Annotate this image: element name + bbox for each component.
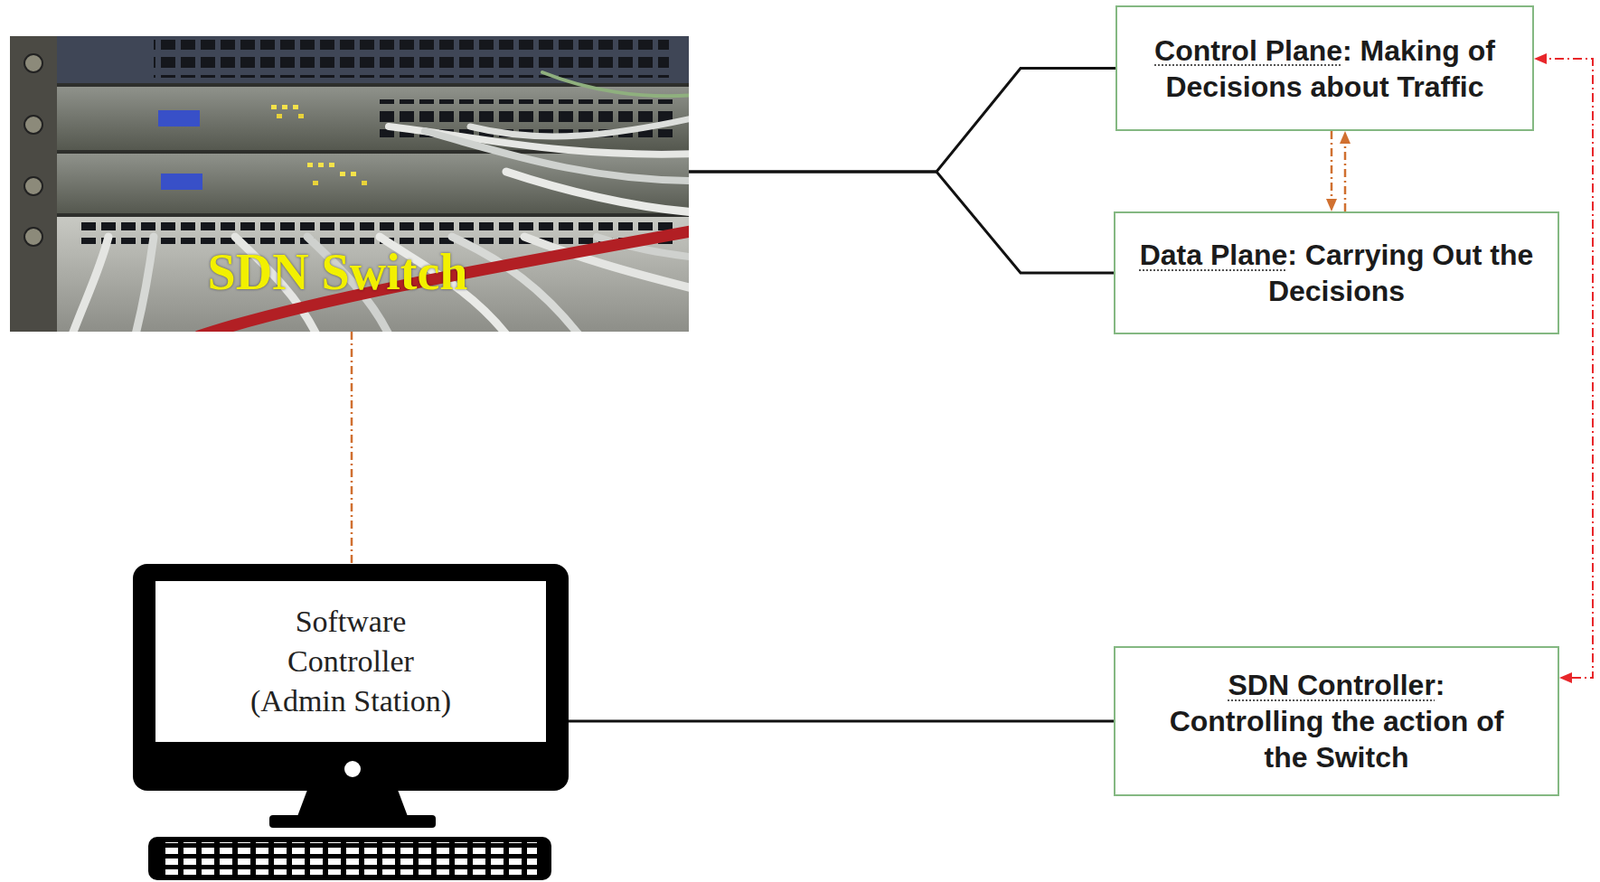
monitor-icon-part — [155, 581, 546, 743]
box-text: Data Plane: Carrying Out the Decisions — [1138, 236, 1536, 310]
keyboard-icon — [148, 837, 552, 881]
connector — [688, 68, 1116, 173]
switch-photo-part — [54, 36, 689, 84]
connector — [1534, 53, 1593, 684]
switch-photo-part-part — [470, 117, 689, 137]
switch-photo-part — [318, 162, 324, 168]
term-underline: Data Plane — [1139, 238, 1289, 272]
switch-photo-part — [298, 113, 304, 119]
switch-photo-part — [329, 162, 335, 168]
switch-photo-part — [350, 171, 357, 177]
switch-photo-part — [24, 177, 43, 196]
switch-photo — [9, 36, 689, 332]
switch-photo-part — [361, 180, 368, 186]
switch-photo-part-part — [506, 171, 689, 213]
connector-line — [350, 331, 354, 565]
arrowhead — [1339, 131, 1351, 144]
switch-photo-part — [158, 110, 200, 127]
process-box: SDN Controller: Controlling the action o… — [1113, 646, 1560, 797]
connector-line — [688, 68, 1116, 173]
connector — [568, 721, 1114, 723]
switch-photo-part — [292, 104, 299, 110]
arrowhead — [1326, 198, 1337, 212]
switch-photo-part — [153, 39, 669, 78]
monitor-icon-part — [296, 790, 409, 819]
switch-photo-part-part — [72, 236, 109, 332]
switch-photo-part — [307, 162, 313, 168]
switch-photo-part — [9, 36, 689, 332]
process-box: Control Plane: Making of Decisions about… — [1115, 5, 1535, 132]
switch-photo-part — [36, 153, 689, 214]
switch-photo-part-part — [542, 72, 689, 96]
connector-line — [1330, 131, 1334, 199]
connector — [1339, 131, 1351, 212]
box-text: Control Plane: Making of Decisions about… — [1133, 32, 1516, 105]
connector-line — [1344, 143, 1347, 212]
screen-area: Software Controller (Admin Station) — [155, 581, 546, 743]
connector-line — [688, 171, 1114, 273]
switch-photo-part — [24, 115, 43, 134]
label-text: SDN Switch — [207, 244, 469, 302]
connector-line — [1546, 58, 1593, 678]
keyboard-icon-part — [162, 842, 537, 876]
monitor-icon-part — [269, 815, 436, 829]
switch-photo-part — [271, 104, 277, 110]
connector — [1326, 131, 1337, 212]
switch-photo-label: SDN Switch — [9, 36, 689, 332]
monitor-icon — [132, 564, 569, 829]
keyboard-icon-part — [148, 837, 552, 881]
process-box: Data Plane: Carrying Out the Decisions — [1113, 211, 1560, 335]
switch-photo-part — [36, 86, 689, 151]
box-text: SDN Controller: Controlling the action o… — [1160, 667, 1514, 776]
monitor-screen: Software Controller (Admin Station) — [132, 564, 569, 791]
switch-photo-part-part — [135, 236, 154, 332]
switch-photo-part — [282, 104, 288, 110]
switch-photo-part — [36, 216, 689, 332]
arrowhead — [1559, 672, 1572, 684]
switch-photo-part — [160, 173, 203, 190]
monitor-icon-part — [344, 761, 361, 778]
switch-photo-part — [24, 227, 43, 246]
switch-photo-part — [24, 54, 43, 73]
term-underline: SDN Controller — [1228, 668, 1436, 702]
switch-photo-part — [9, 36, 57, 332]
switch-photo-part — [72, 72, 689, 332]
term-underline: Control Plane — [1154, 34, 1343, 67]
connector-line — [568, 720, 1114, 724]
switch-photo-part — [339, 171, 346, 177]
switch-photo-part — [312, 180, 319, 186]
switch-photo-part-part — [198, 230, 689, 332]
connector — [688, 171, 1114, 273]
monitor-icon-part — [132, 564, 569, 791]
arrowhead — [1534, 53, 1547, 65]
connector — [351, 331, 353, 565]
switch-photo-part — [276, 113, 283, 119]
label-text: Software Controller (Admin Station) — [237, 602, 464, 723]
